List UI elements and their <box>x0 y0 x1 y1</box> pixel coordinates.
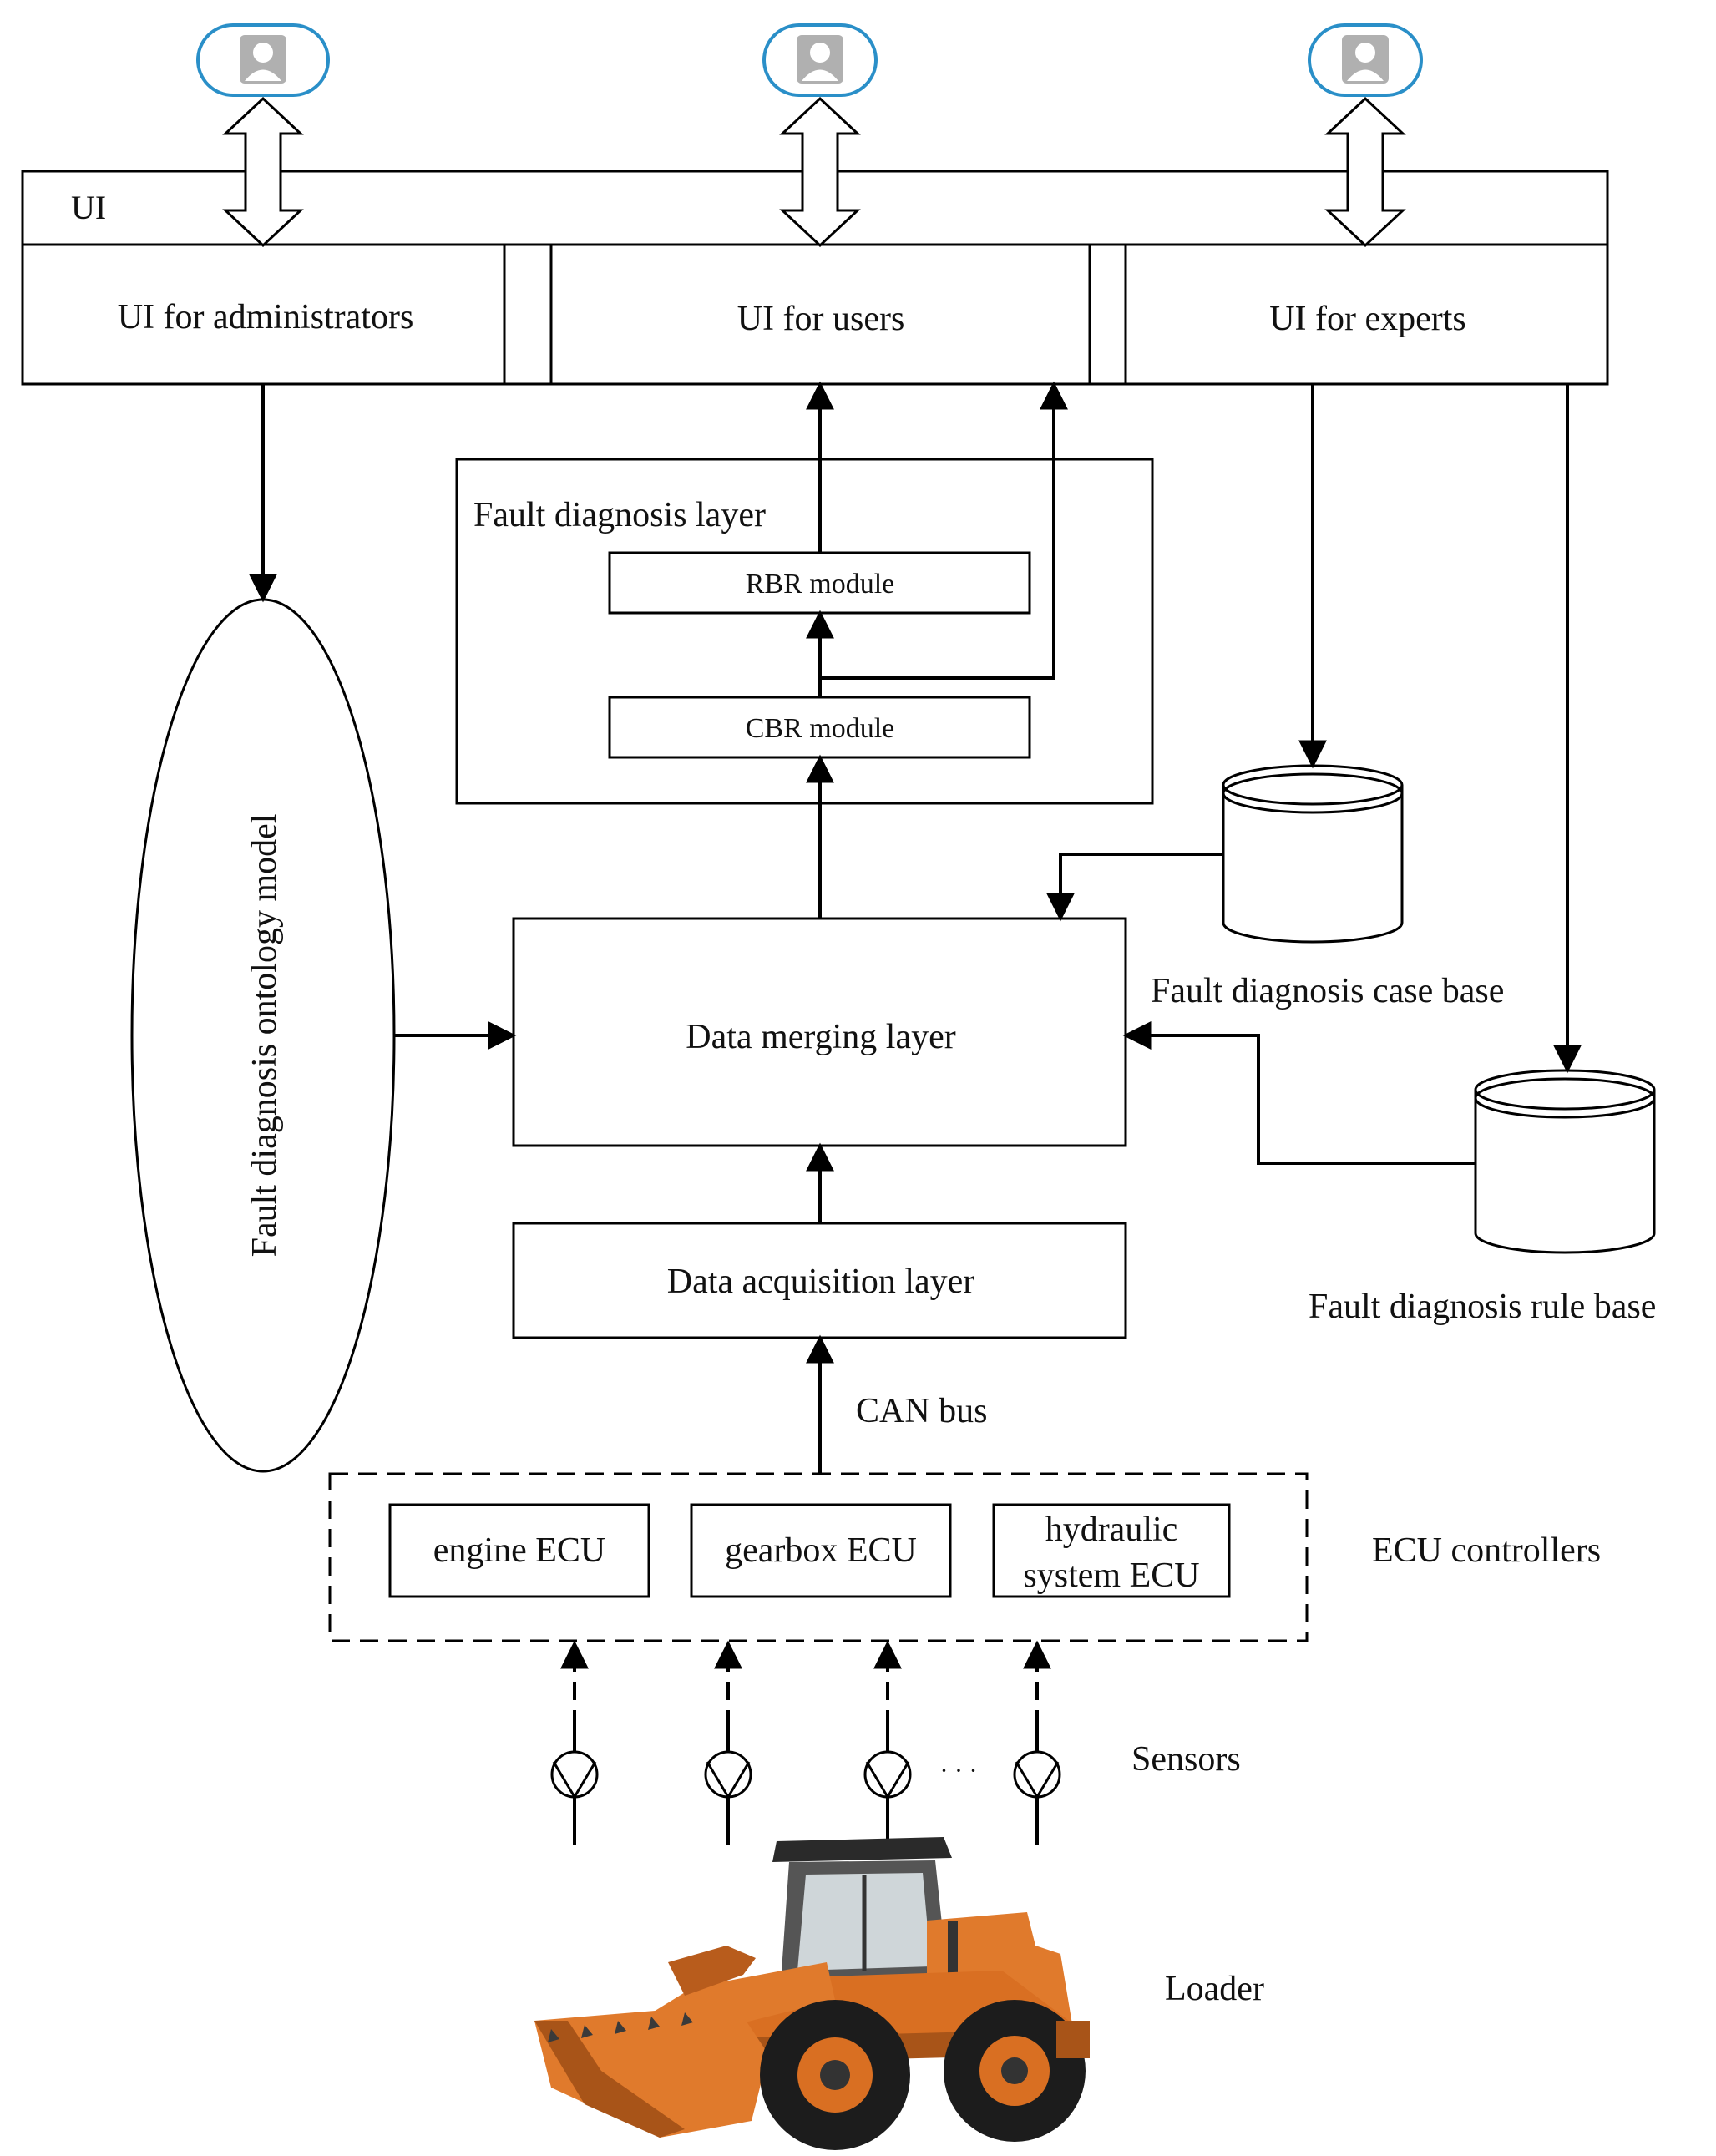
ui-admin-label: UI for administrators <box>118 298 414 337</box>
loader-label: Loader <box>1165 1970 1264 2008</box>
data-acquisition-label: Data acquisition layer <box>667 1263 975 1301</box>
actor-user[interactable] <box>762 23 878 97</box>
hydraulic-ecu-label-2: system ECU <box>1023 1556 1199 1595</box>
data-merging-layer[interactable] <box>512 917 1127 1147</box>
engine-ecu-label: engine ECU <box>433 1531 605 1570</box>
connectors <box>249 381 1582 1474</box>
rbr-module-label: RBR module <box>746 569 895 600</box>
loader-image <box>534 1837 1090 2150</box>
ecu-controllers-label: ECU controllers <box>1372 1531 1601 1570</box>
double-arrow-expert <box>1324 96 1406 248</box>
actor-admin[interactable] <box>196 23 330 97</box>
ui-label: UI <box>71 189 106 226</box>
sensor-1[interactable] <box>550 1728 599 1845</box>
engine-ecu[interactable] <box>388 1503 650 1598</box>
gearbox-ecu-label: gearbox ECU <box>725 1531 917 1570</box>
sensor-4[interactable] <box>1013 1728 1061 1845</box>
rule-base-cylinder[interactable] <box>1474 1069 1656 1254</box>
rbr-module[interactable] <box>608 551 1031 615</box>
user-icon <box>1342 35 1389 84</box>
sensor-ellipsis: · · · <box>940 1757 978 1784</box>
ontology-label: Fault diagnosis ontology model <box>246 814 284 1258</box>
cbr-module-label: CBR module <box>746 713 895 744</box>
hydraulic-ecu-label-1: hydraulic <box>1045 1511 1178 1549</box>
hydraulic-ecu[interactable] <box>992 1503 1231 1598</box>
actor-expert[interactable] <box>1308 23 1423 97</box>
data-merging-label: Data merging layer <box>686 1018 955 1056</box>
rule-base-label: Fault diagnosis rule base <box>1309 1288 1656 1326</box>
sensor-arrows <box>560 1640 1051 1728</box>
ui-users-label: UI for users <box>737 300 905 338</box>
ui-experts-label: UI for experts <box>1269 300 1466 338</box>
user-icon <box>797 35 843 84</box>
user-icon <box>240 35 286 84</box>
data-acquisition-layer[interactable] <box>512 1222 1127 1339</box>
fault-layer-title: Fault diagnosis layer <box>473 496 766 534</box>
double-arrow-admin <box>222 96 304 248</box>
double-arrow-user <box>779 96 861 248</box>
sensors-label: Sensors <box>1131 1740 1241 1779</box>
sensor-2[interactable] <box>704 1728 752 1845</box>
ui-admin-box[interactable] <box>21 243 506 386</box>
sensor-3[interactable] <box>863 1728 912 1845</box>
can-bus-label: CAN bus <box>856 1392 988 1430</box>
case-base-label: Fault diagnosis case base <box>1151 972 1504 1010</box>
case-base-cylinder[interactable] <box>1222 764 1404 944</box>
gearbox-ecu[interactable] <box>690 1503 952 1598</box>
